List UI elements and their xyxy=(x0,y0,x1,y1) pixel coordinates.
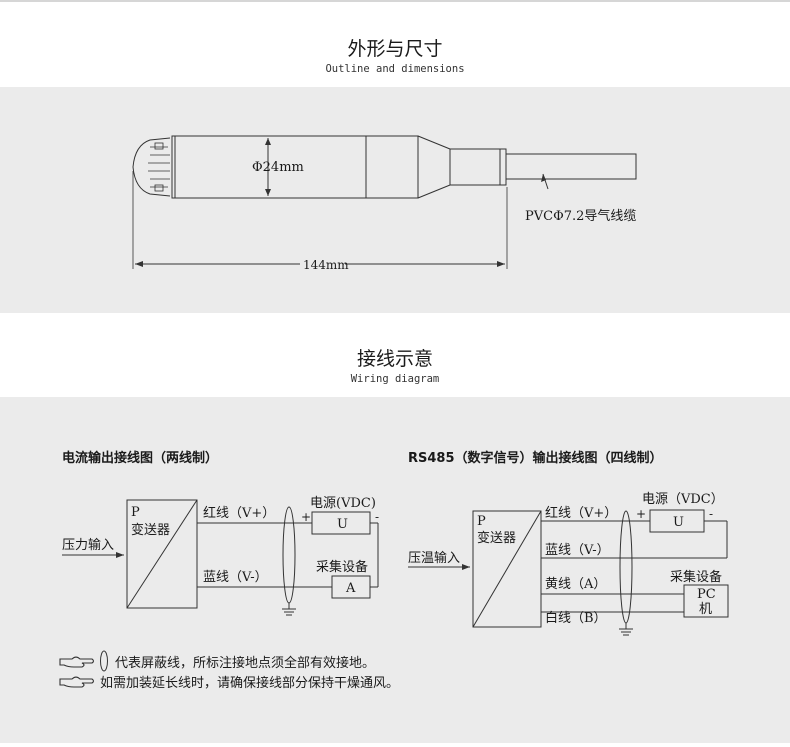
outline-panel: Φ24mm PVCΦ7.2导气线缆 144mm xyxy=(0,87,790,313)
note-1: 代表屏蔽线，所标注接地点须全部有效接地。 xyxy=(59,650,375,672)
sensor-body xyxy=(171,135,419,199)
current-plus: + xyxy=(301,510,311,524)
rs485-white-wire: 白线（B） xyxy=(545,610,607,626)
outline-drawing: Φ24mm PVCΦ7.2导气线缆 144mm xyxy=(132,135,637,272)
current-a-label: A xyxy=(345,581,356,596)
current-p-label: P xyxy=(131,505,140,520)
cable xyxy=(506,153,637,180)
current-input-label: 压力输入 xyxy=(62,537,114,553)
top-divider xyxy=(0,0,790,2)
wiring-subtitle: Wiring diagram xyxy=(350,373,440,385)
current-a-box xyxy=(331,575,371,599)
outline-header: 外形与尺寸 Outline and dimensions xyxy=(0,34,790,75)
wiring-header: 接线示意 Wiring diagram xyxy=(0,344,790,385)
current-collector-label: 采集设备 xyxy=(316,559,368,575)
current-transmitter-label: 变送器 xyxy=(131,522,170,538)
strain-relief xyxy=(449,148,507,186)
current-minus: - xyxy=(375,510,379,524)
rs485-pc-label: PC xyxy=(697,587,716,602)
wiring-drawing: 电流输出接线图（两线制） P 变送器 压力输入 红线（V+） 蓝线（V-） xyxy=(59,450,729,691)
current-u-label: U xyxy=(337,517,348,532)
rs485-shield xyxy=(619,510,633,624)
rs485-collector-label: 采集设备 xyxy=(670,569,722,585)
outline-title: 外形与尺寸 xyxy=(347,38,443,60)
current-power-label: 电源(VDC) xyxy=(310,496,376,511)
rs485-power-label: 电源（VDC） xyxy=(642,492,724,507)
cable-label: PVCΦ7.2导气线缆 xyxy=(525,208,636,224)
rs485-minus: - xyxy=(709,507,713,521)
sensor-nose xyxy=(132,137,171,197)
wiring-title: 接线示意 xyxy=(356,348,433,370)
shield-symbol-icon xyxy=(100,650,108,672)
pointing-hand-icon xyxy=(59,656,95,668)
note-2: 如需加装延长线时，请确保接线部分保持干燥通风。 xyxy=(59,675,399,691)
rs485-machine-label: 机 xyxy=(699,602,712,617)
note-1-text: 代表屏蔽线，所标注接地点须全部有效接地。 xyxy=(115,655,375,671)
current-red-wire: 红线（V+） xyxy=(203,505,275,521)
rs485-transmitter-label: 变送器 xyxy=(477,530,516,546)
diameter-label: Φ24mm xyxy=(252,160,304,175)
outline-subtitle: Outline and dimensions xyxy=(325,63,465,75)
rs485-p-label: P xyxy=(477,514,486,529)
current-transmitter-box xyxy=(126,499,198,609)
note-2-text: 如需加装延长线时，请确保接线部分保持干燥通风。 xyxy=(100,675,399,691)
rs485-blue-wire: 蓝线（V-） xyxy=(545,543,610,558)
current-heading: 电流输出接线图（两线制） xyxy=(62,450,218,466)
sensor-taper xyxy=(417,135,451,199)
rs485-pc-box xyxy=(683,584,729,618)
length-label: 144mm xyxy=(303,258,349,272)
current-shield xyxy=(282,506,296,604)
rs485-heading: RS485（数字信号）输出接线图（四线制） xyxy=(408,450,663,466)
current-blue-wire: 蓝线（V-） xyxy=(203,570,268,585)
rs485-transmitter-box xyxy=(472,510,542,628)
wiring-panel: 电流输出接线图（两线制） P 变送器 压力输入 红线（V+） 蓝线（V-） xyxy=(0,397,790,743)
rs485-input-label: 压温输入 xyxy=(408,550,460,566)
pointing-hand-icon xyxy=(59,676,95,688)
rs485-yellow-wire: 黄线（A） xyxy=(545,577,606,592)
rs485-plus: + xyxy=(636,507,646,521)
rs485-red-wire: 红线（V+） xyxy=(545,505,617,521)
rs485-u-label: U xyxy=(673,515,684,530)
